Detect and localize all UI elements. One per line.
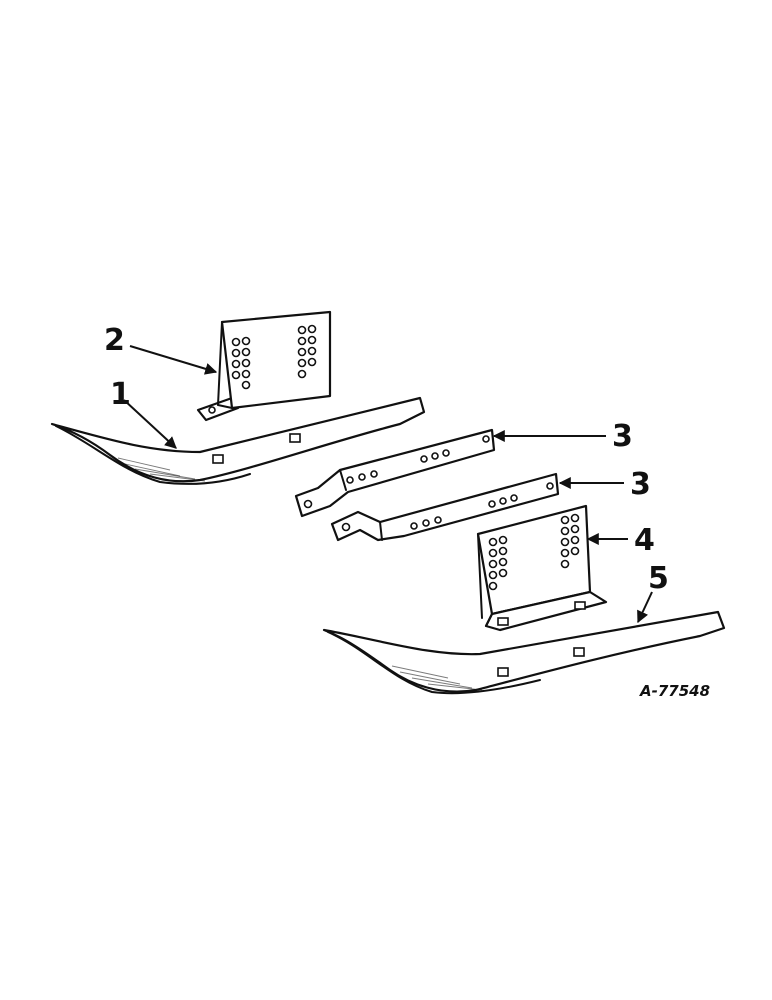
runner-lower bbox=[322, 610, 726, 695]
bracket-upper-hole bbox=[231, 370, 241, 380]
bracket-upper-hole bbox=[297, 369, 307, 379]
bracket-upper-hole bbox=[297, 325, 307, 335]
bracket-upper-hole bbox=[297, 358, 307, 368]
runner-upper-slot bbox=[289, 433, 301, 443]
strap-upper bbox=[294, 428, 496, 518]
callout-1: 1 bbox=[110, 377, 131, 412]
runner-upper bbox=[50, 396, 426, 485]
bracket-upper-hole bbox=[307, 324, 317, 334]
bracket-upper-hole bbox=[231, 359, 241, 369]
leader-5 bbox=[637, 591, 653, 624]
bracket-upper-hole bbox=[307, 335, 317, 345]
bracket-upper-hole bbox=[297, 347, 307, 357]
leader-1 bbox=[123, 399, 177, 449]
callout-2: 2 bbox=[104, 323, 125, 358]
bracket-upper-hole bbox=[231, 337, 241, 347]
drawing-number: A-77548 bbox=[639, 682, 710, 700]
bracket-upper bbox=[196, 310, 332, 422]
callout-3-upper: 3 bbox=[612, 419, 633, 454]
bracket-upper-hole bbox=[231, 348, 241, 358]
bracket-upper-hole bbox=[307, 346, 317, 356]
callout-5: 5 bbox=[648, 561, 669, 596]
callout-3-lower: 3 bbox=[630, 467, 651, 502]
bracket-upper-hole bbox=[241, 369, 251, 379]
runner-lower-shading bbox=[391, 665, 483, 691]
callout-4: 4 bbox=[634, 523, 655, 558]
leader-2 bbox=[129, 345, 218, 375]
bracket-upper-hole bbox=[241, 380, 251, 390]
strap-lower bbox=[330, 472, 560, 542]
bracket-upper-hole bbox=[241, 336, 251, 346]
runner-upper-slot bbox=[212, 454, 224, 464]
bracket-upper-hole bbox=[297, 336, 307, 346]
bracket-upper-hole bbox=[241, 358, 251, 368]
runner-lower-slot bbox=[497, 667, 509, 677]
runner-lower-slot bbox=[573, 647, 585, 657]
runner-upper-shading bbox=[117, 457, 206, 482]
bracket-upper-hole bbox=[241, 347, 251, 357]
bracket-upper-hole bbox=[307, 357, 317, 367]
bracket-lower bbox=[476, 504, 608, 632]
